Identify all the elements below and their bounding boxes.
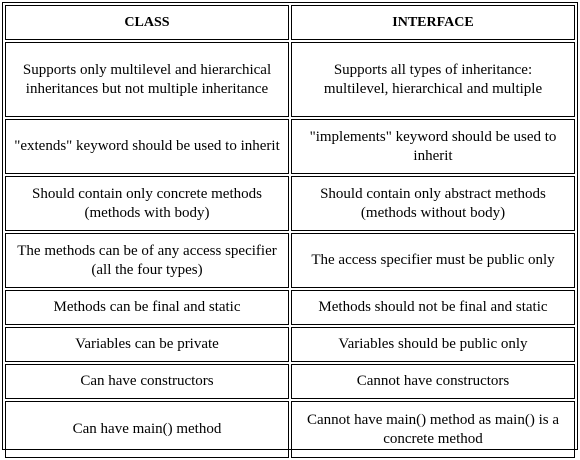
header-class: CLASS (5, 5, 289, 40)
cell-interface: Cannot have constructors (291, 364, 575, 399)
table-row: The methods can be of any access specifi… (5, 233, 575, 288)
cell-interface: Variables should be public only (291, 327, 575, 362)
table-row: Should contain only concrete methods (me… (5, 176, 575, 231)
cell-class: Should contain only concrete methods (me… (5, 176, 289, 231)
cell-interface: Should contain only abstract methods (me… (291, 176, 575, 231)
table-row: Methods can be final and static Methods … (5, 290, 575, 325)
cell-interface: The access specifier must be public only (291, 233, 575, 288)
cell-interface: Cannot have main() method as main() is a… (291, 401, 575, 458)
cell-interface: Methods should not be final and static (291, 290, 575, 325)
cell-class: Can have constructors (5, 364, 289, 399)
cell-interface: "implements" keyword should be used to i… (291, 119, 575, 174)
cell-interface: Supports all types of inheritance: multi… (291, 42, 575, 117)
class-vs-interface-table: CLASS INTERFACE Supports only multilevel… (3, 3, 577, 460)
cell-class: Variables can be private (5, 327, 289, 362)
header-row: CLASS INTERFACE (5, 5, 575, 40)
table-row: "extends" keyword should be used to inhe… (5, 119, 575, 174)
cell-class: Supports only multilevel and hierarchica… (5, 42, 289, 117)
cell-class: Methods can be final and static (5, 290, 289, 325)
table-row: Variables can be private Variables shoul… (5, 327, 575, 362)
header-interface: INTERFACE (291, 5, 575, 40)
cell-class: "extends" keyword should be used to inhe… (5, 119, 289, 174)
table-row: Supports only multilevel and hierarchica… (5, 42, 575, 117)
table-row: Can have constructors Cannot have constr… (5, 364, 575, 399)
cell-class: The methods can be of any access specifi… (5, 233, 289, 288)
cell-class: Can have main() method (5, 401, 289, 458)
table-row: Can have main() method Cannot have main(… (5, 401, 575, 458)
